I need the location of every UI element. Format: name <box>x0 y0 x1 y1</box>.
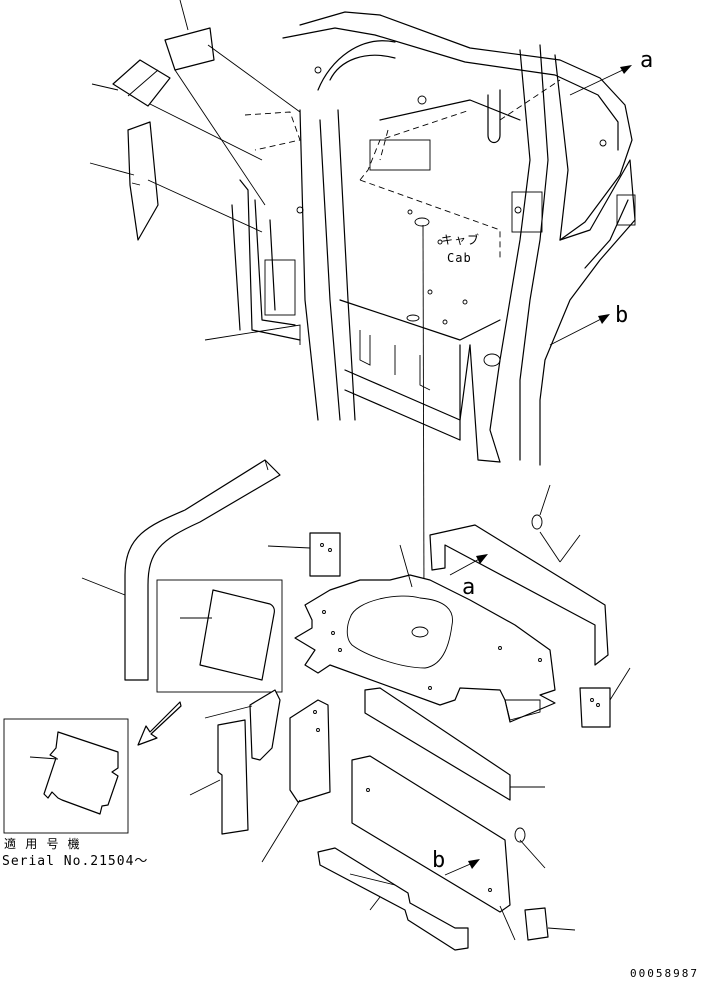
serial-number-label: Serial No.21504～ <box>2 854 149 869</box>
drawing-number: 00058987 <box>630 967 699 980</box>
leader-lines-top-left <box>89 0 301 233</box>
wedge-block <box>204 689 281 761</box>
pillar-trim-strip <box>124 459 281 681</box>
bottom-channel <box>317 847 469 951</box>
ref-label-b-floor: b <box>432 848 446 873</box>
ref-label-a-top: a <box>640 48 654 73</box>
cab-label-en: Cab <box>447 251 472 265</box>
ref-label-b-top: b <box>615 303 629 328</box>
cab-label-jp: キャブ <box>441 233 481 247</box>
grommet-ring-bottom <box>514 827 526 843</box>
notched-block <box>189 719 249 835</box>
arrow-a-floor <box>449 554 488 576</box>
applicable-machines-label: 適 用 号 機 <box>4 837 81 851</box>
floor-mat <box>294 544 556 723</box>
roof-insulation-panel <box>112 27 215 107</box>
inset-arrow <box>137 701 182 746</box>
serial-inset-box <box>3 718 129 834</box>
small-pad-right <box>579 667 631 728</box>
small-pad-upper <box>267 532 341 577</box>
cab-frame <box>204 11 636 466</box>
long-foam-strip <box>364 687 545 801</box>
lower-panel <box>351 755 546 913</box>
side-insulation-strip <box>127 121 159 241</box>
side-plate <box>261 699 331 863</box>
grommet-ring-top <box>531 484 551 530</box>
u-bracket <box>429 524 609 666</box>
arrow-b-top <box>549 314 610 346</box>
small-block-bottom <box>499 905 576 941</box>
arrow-b-floor <box>444 859 480 876</box>
inset-box-detail <box>156 579 283 693</box>
arrow-a-top <box>569 65 632 96</box>
ref-label-a-floor: a <box>462 575 476 600</box>
alignment-line <box>422 224 425 601</box>
